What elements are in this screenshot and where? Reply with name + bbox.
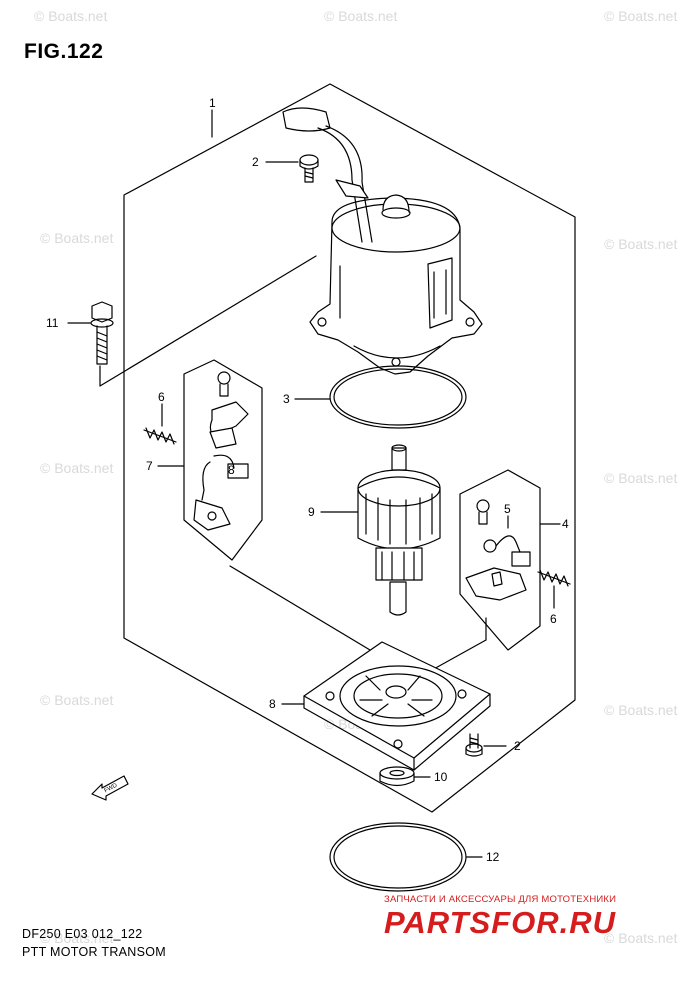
screw-part-2-bottom — [465, 733, 483, 757]
callout-5: 5 — [504, 502, 511, 516]
bushing-part-10 — [379, 766, 415, 787]
screw-part-2-top — [299, 154, 319, 183]
brush-holder-4-parts — [465, 499, 531, 601]
leader-11-assembly — [99, 255, 317, 387]
callout-9: 9 — [308, 505, 315, 519]
callout-6-right: 6 — [550, 612, 557, 626]
lead-wire — [282, 107, 373, 243]
leader-7-assembly — [229, 565, 371, 651]
spring-part-6-left — [143, 427, 177, 445]
end-cap-part-8 — [303, 641, 491, 771]
callout-3: 3 — [283, 392, 290, 406]
figure-caption-title: PTT MOTOR TRANSOM — [22, 945, 166, 959]
promo-brand-logo: PARTSFOR.RU — [384, 905, 617, 940]
armature-part-9 — [357, 444, 441, 616]
leader-4-assembly — [431, 639, 487, 671]
bolt-part-11 — [90, 301, 114, 365]
brush-holder-group-7 — [183, 359, 263, 561]
motor-housing — [309, 194, 483, 375]
o-ring-part-12 — [329, 822, 467, 892]
fwd-arrow-icon — [91, 775, 129, 801]
callout-10: 10 — [434, 770, 448, 784]
callout-2-bottom: 2 — [514, 739, 521, 753]
callout-1: 1 — [209, 96, 216, 110]
spring-part-6-right — [537, 569, 571, 587]
callout-11: 11 — [46, 316, 59, 330]
assembly-boundary — [123, 83, 576, 813]
callout-6-left: 6 — [158, 390, 165, 404]
o-ring-part-3 — [329, 365, 467, 429]
figure-title: FIG.122 — [24, 40, 104, 63]
callout-7: 7 — [146, 459, 153, 473]
brush-holder-group-4 — [459, 469, 541, 651]
promo-tagline: ЗАПЧАСТИ И АКСЕССУАРЫ ДЛЯ МОТОТЕХНИКИ — [384, 894, 617, 905]
callout-8: 8 — [269, 697, 276, 711]
figure-caption-code: DF250 E03 012_122 — [22, 927, 143, 941]
callout-2-top: 2 — [252, 155, 259, 169]
callout-8-small: 8 — [228, 463, 235, 477]
callout-4: 4 — [562, 517, 569, 531]
callout-12: 12 — [486, 850, 500, 864]
brush-holder-7-parts — [193, 371, 249, 531]
